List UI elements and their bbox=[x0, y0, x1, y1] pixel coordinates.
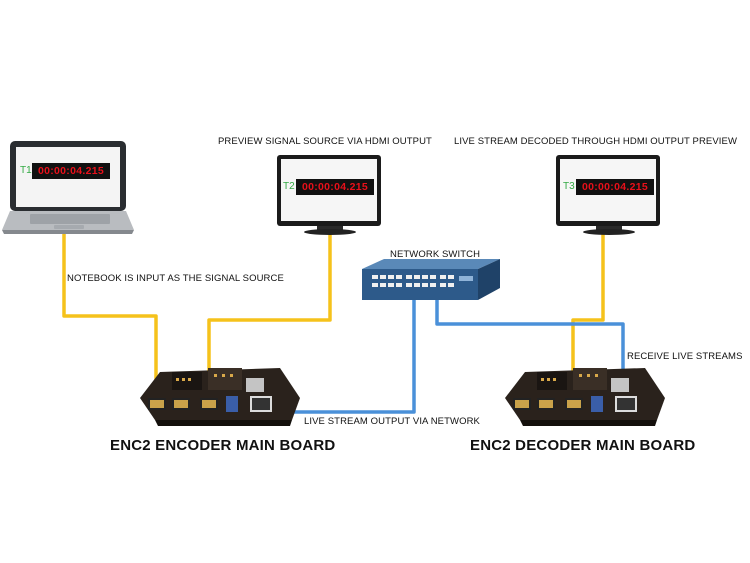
decoder-board-title: ENC2 DECODER MAIN BOARD bbox=[470, 437, 696, 454]
decoded-screen-clock: 00:00:04.215 bbox=[576, 179, 654, 195]
hdmi-cable-decoder-to-output-monitor bbox=[571, 234, 605, 394]
hdmi-cable-encoder-to-preview-monitor bbox=[207, 234, 332, 394]
encoder-board-title: ENC2 ENCODER MAIN BOARD bbox=[110, 437, 336, 454]
encoder-board bbox=[140, 368, 300, 426]
preview-caption: PREVIEW SIGNAL SOURCE VIA HDMI OUTPUT bbox=[218, 136, 432, 147]
decoded-output-monitor bbox=[556, 155, 660, 235]
decoder-board bbox=[505, 368, 665, 426]
notebook-laptop bbox=[2, 141, 134, 234]
decoded-caption: LIVE STREAM DECODED THROUGH HDMI OUTPUT … bbox=[454, 136, 738, 147]
hdmi-cable-notebook-to-encoder bbox=[62, 232, 158, 394]
notebook-screen-clock: 00:00:04.215 bbox=[32, 163, 110, 179]
decoded-screen-tag: T3 bbox=[563, 181, 575, 192]
preview-monitor bbox=[277, 155, 381, 235]
stream-output-label: LIVE STREAM OUTPUT VIA NETWORK bbox=[304, 416, 480, 427]
notebook-input-label: NOTEBOOK IS INPUT AS THE SIGNAL SOURCE bbox=[67, 273, 284, 284]
network-switch-label: NETWORK SWITCH bbox=[390, 249, 481, 260]
network-switch-device bbox=[362, 259, 500, 300]
notebook-screen-tag: T1 bbox=[20, 165, 32, 176]
preview-screen-clock: 00:00:04.215 bbox=[296, 179, 374, 195]
receive-streams-label: RECEIVE LIVE STREAMS bbox=[627, 351, 743, 362]
network-cable-switch-to-decoder bbox=[435, 292, 625, 396]
preview-screen-tag: T2 bbox=[283, 181, 295, 192]
